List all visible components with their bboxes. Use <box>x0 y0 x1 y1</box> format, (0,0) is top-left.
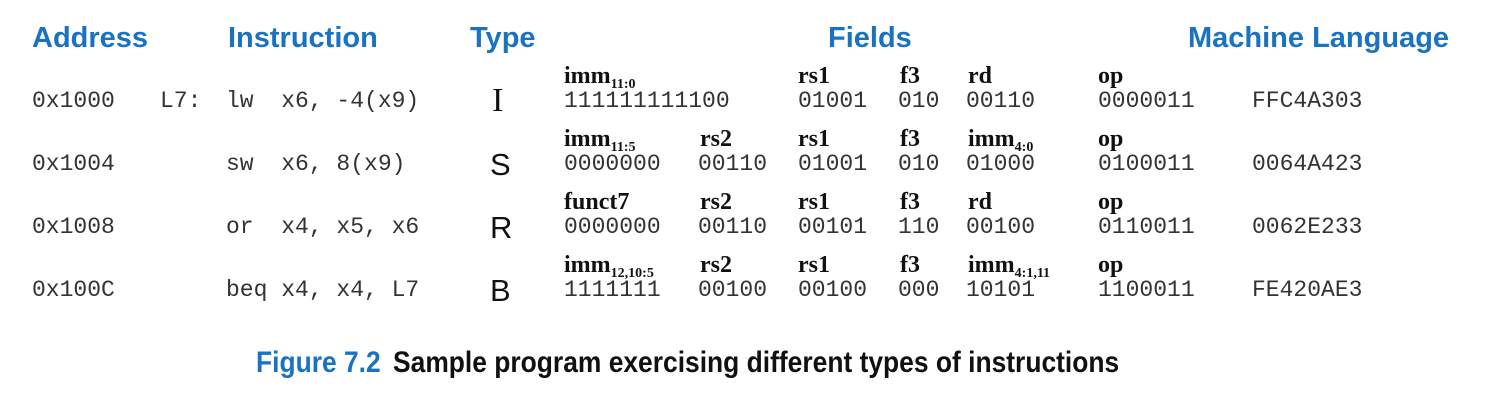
field-bits: 0000000 <box>564 151 661 177</box>
address-cell: 0x100C <box>32 277 115 303</box>
field-label: funct7 <box>564 189 630 215</box>
field-label: rs1 <box>798 189 830 215</box>
field-bits: 010 <box>898 88 940 114</box>
machine-code: 0064A423 <box>1252 151 1363 177</box>
field-bits: 00101 <box>798 214 868 240</box>
field-bits: 00100 <box>798 277 868 303</box>
field-label: rd <box>968 63 992 89</box>
field-bits: 0000011 <box>1098 88 1195 114</box>
field-label: rs1 <box>798 252 830 278</box>
field-bits: 01000 <box>966 151 1036 177</box>
header-instruction: Instruction <box>228 22 378 54</box>
field-bits: 0100011 <box>1098 151 1195 177</box>
field-bits: 110 <box>898 214 940 240</box>
field-bits: 01001 <box>798 88 868 114</box>
field-label: f3 <box>900 189 920 215</box>
machine-code: 0062E233 <box>1252 214 1363 240</box>
field-label: rs1 <box>798 63 830 89</box>
instruction-cell: beq x4, x4, L7 <box>226 277 420 303</box>
figure-number: Figure 7.2 <box>256 346 381 379</box>
figure-title: Sample program exercising different type… <box>393 346 1120 379</box>
instruction-type: I <box>492 82 504 119</box>
header-address: Address <box>32 22 149 54</box>
instruction-cell: sw x6, 8(x9) <box>226 151 406 177</box>
address-cell: 0x1004 <box>32 151 115 177</box>
field-bits: 0110011 <box>1098 214 1195 240</box>
field-label: f3 <box>900 63 920 89</box>
field-label: f3 <box>900 126 920 152</box>
field-label: imm12,10:5 <box>564 252 654 281</box>
field-bits: 000 <box>898 277 940 303</box>
field-label: op <box>1098 189 1124 215</box>
instruction-cell: or x4, x5, x6 <box>226 214 420 240</box>
field-bits: 0000000 <box>564 214 661 240</box>
field-bits: 10101 <box>966 277 1036 303</box>
header-machine-language: Machine Language <box>1188 22 1450 54</box>
field-label: f3 <box>900 252 920 278</box>
field-label: rs1 <box>798 126 830 152</box>
field-bits: 01001 <box>798 151 868 177</box>
field-label: rs2 <box>700 189 732 215</box>
field-bits: 010 <box>898 151 940 177</box>
field-bits: 00110 <box>698 151 768 177</box>
field-label: imm4:0 <box>968 126 1034 155</box>
field-bits: 00110 <box>698 214 768 240</box>
instruction-type: S <box>490 147 511 182</box>
instruction-cell: lw x6, -4(x9) <box>226 88 420 114</box>
field-label: rs2 <box>700 252 732 278</box>
instruction-type: R <box>490 210 513 245</box>
field-bits: 00100 <box>698 277 768 303</box>
field-label: imm11:0 <box>564 63 636 92</box>
field-bits: 111111111100 <box>564 88 730 114</box>
figure-caption: Figure 7.2 Sample program exercising diff… <box>256 346 1119 380</box>
field-bits: 00100 <box>966 214 1036 240</box>
machine-code: FE420AE3 <box>1252 277 1363 303</box>
address-cell: 0x1008 <box>32 214 115 240</box>
instruction-type: B <box>490 273 511 308</box>
field-label: imm11:5 <box>564 126 636 155</box>
field-bits: 1111111 <box>564 277 661 303</box>
address-cell: 0x1000 <box>32 88 115 114</box>
field-bits: 00110 <box>966 88 1036 114</box>
header-type: Type <box>470 22 536 54</box>
machine-code: FFC4A303 <box>1252 88 1363 114</box>
field-label: op <box>1098 126 1124 152</box>
field-label: rd <box>968 189 992 215</box>
field-bits: 1100011 <box>1098 277 1195 303</box>
field-label: imm4:1,11 <box>968 252 1051 281</box>
label-cell: L7: <box>160 88 202 114</box>
field-label: op <box>1098 252 1124 278</box>
field-label: rs2 <box>700 126 732 152</box>
header-fields: Fields <box>828 22 912 54</box>
field-label: op <box>1098 63 1124 89</box>
